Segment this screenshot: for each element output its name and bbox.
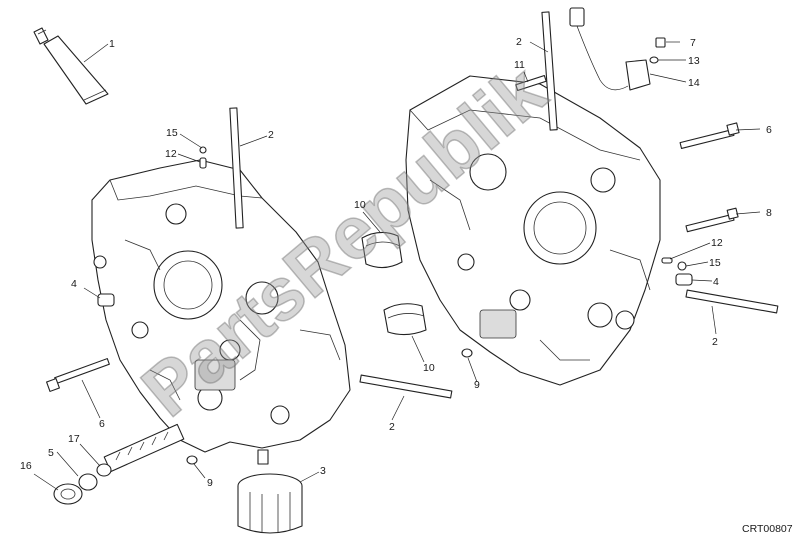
callout-5: 5 — [48, 447, 54, 459]
o-ring-right — [461, 348, 473, 358]
callout-9: 9 — [207, 477, 213, 489]
dowel-right — [675, 273, 693, 286]
bearing-shell-lower — [383, 303, 427, 336]
stud-lower-middle — [359, 374, 453, 399]
strainer-cap — [53, 483, 83, 505]
stud-upper-right — [541, 11, 558, 131]
callout-numbers: 1 2 2 2 2 3 4 4 5 6 6 7 8 9 9 10 10 11 1… — [20, 36, 772, 489]
screw-left-lower — [46, 358, 110, 392]
diagram-code: CRT00807 — [742, 523, 793, 535]
callout-2: 2 — [712, 336, 718, 348]
left-crankcase-half — [91, 159, 351, 453]
stud-lower-right — [685, 289, 779, 314]
sealant-tube — [33, 27, 109, 105]
oil-strainer — [103, 423, 185, 473]
callout-9: 9 — [474, 379, 480, 391]
callout-17: 17 — [68, 433, 80, 445]
callout-4: 4 — [71, 278, 77, 290]
callout-14: 14 — [688, 77, 700, 89]
screw-right-mid — [685, 207, 739, 233]
callout-8: 8 — [766, 207, 772, 219]
o-ring-left — [186, 455, 198, 465]
oil-filter — [237, 449, 303, 534]
callout-2: 2 — [389, 421, 395, 433]
callout-10: 10 — [354, 199, 366, 211]
callout-15: 15 — [709, 257, 721, 269]
callout-7: 7 — [690, 37, 696, 49]
callout-2: 2 — [268, 129, 274, 141]
right-crankcase-half — [405, 75, 661, 386]
screw-right-upper — [679, 122, 740, 149]
bearing-shell-upper — [361, 231, 403, 269]
callout-13: 13 — [688, 55, 700, 67]
callout-16: 16 — [20, 460, 32, 472]
callout-1: 1 — [109, 38, 115, 50]
callout-6: 6 — [99, 418, 105, 430]
callout-12: 12 — [711, 237, 723, 249]
sealing-washer — [78, 473, 98, 491]
callout-2: 2 — [516, 36, 522, 48]
callout-15: 15 — [166, 127, 178, 139]
leader-lines — [33, 41, 761, 491]
callout-10: 10 — [423, 362, 435, 374]
callout-11: 11 — [514, 59, 525, 71]
stud-upper-left — [229, 107, 244, 229]
pin-left — [199, 146, 207, 169]
callout-12: 12 — [165, 148, 177, 160]
dowel-left — [97, 293, 115, 307]
callout-3: 3 — [320, 465, 326, 477]
sensor-with-wire — [569, 7, 651, 91]
screw-upper-right-small — [515, 74, 547, 92]
strainer-o-ring — [96, 463, 112, 477]
sensor-screw — [655, 37, 666, 48]
pin-right — [661, 257, 687, 271]
callout-6: 6 — [766, 124, 772, 136]
callout-4: 4 — [713, 276, 719, 288]
sensor-washer — [649, 56, 659, 64]
